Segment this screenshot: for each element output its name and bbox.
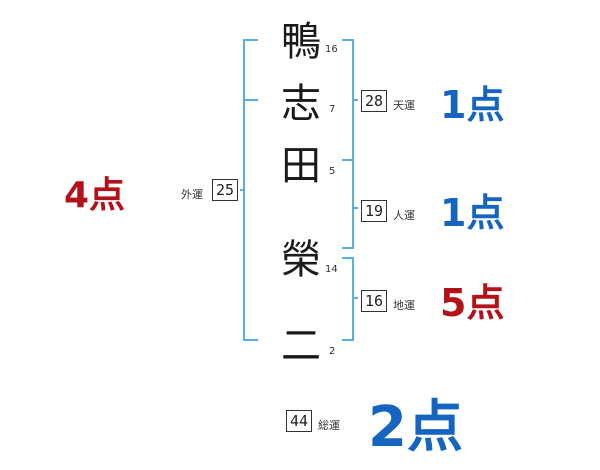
gaiun-value: 25 xyxy=(212,179,238,201)
gaiun-score: 4点 xyxy=(64,175,126,216)
souun-score: 2点 xyxy=(368,395,463,460)
name-char-1: 鴨 xyxy=(281,19,321,65)
name-char-5: 二 xyxy=(281,323,321,369)
outer-bracket xyxy=(243,39,258,341)
name-char-2: 志 xyxy=(281,81,321,127)
name-char-4: 榮 xyxy=(281,237,321,283)
jinun-label: 人運 xyxy=(393,209,415,222)
tenun-bracket xyxy=(342,39,354,161)
chiun-score: 5点 xyxy=(440,281,505,325)
chiun-bracket xyxy=(342,257,354,341)
jinun-score: 1点 xyxy=(440,191,505,235)
souun-label: 総運 xyxy=(318,419,340,432)
stroke-count-2: 7 xyxy=(329,104,336,115)
stroke-count-4: 14 xyxy=(325,264,338,275)
stroke-count-3: 5 xyxy=(329,166,336,177)
stroke-count-1: 16 xyxy=(325,44,338,55)
chiun-label: 地運 xyxy=(393,299,415,312)
stroke-count-5: 2 xyxy=(329,346,336,357)
tenun-score: 1点 xyxy=(440,83,505,127)
gaiun-label: 外運 xyxy=(181,188,203,201)
name-char-3: 田 xyxy=(281,143,321,189)
tenun-value: 28 xyxy=(361,90,387,112)
souun-value: 44 xyxy=(286,410,312,432)
jinun-bracket xyxy=(342,159,354,249)
chiun-value: 16 xyxy=(361,290,387,312)
tenun-label: 天運 xyxy=(393,99,415,112)
jinun-value: 19 xyxy=(361,200,387,222)
